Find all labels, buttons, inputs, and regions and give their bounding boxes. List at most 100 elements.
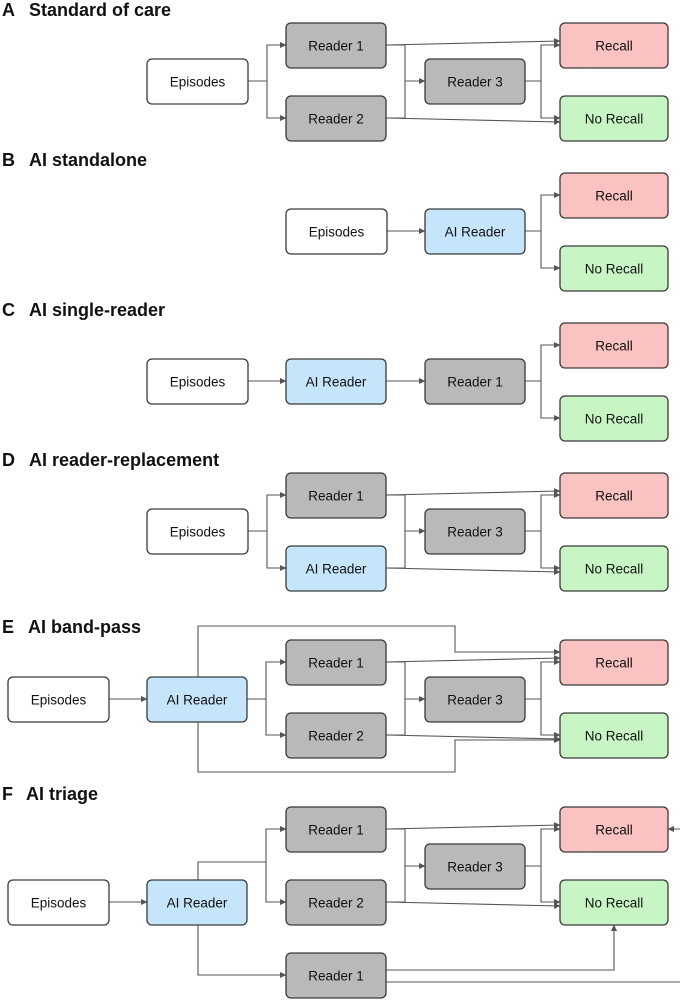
- connector-f-6: [386, 866, 406, 903]
- panel-letter: D: [2, 450, 15, 470]
- node-label: Recall: [595, 489, 633, 504]
- connector-e-8: [385, 734, 561, 742]
- connector-f-1: [197, 826, 287, 880]
- node-e-r1: Reader 1: [285, 639, 387, 686]
- node-box: [7, 879, 110, 926]
- node-c-ep: Episodes: [146, 358, 249, 405]
- node-label: No Recall: [585, 896, 644, 911]
- node-label: Episodes: [31, 693, 87, 708]
- connector-c-3: [540, 381, 561, 421]
- node-d-r1: Reader 1: [285, 472, 387, 519]
- node-box: [285, 952, 387, 999]
- node-f-rb: Reader 1: [285, 952, 387, 999]
- connector-a-6: [525, 42, 561, 82]
- node-a-rc: Recall: [559, 22, 669, 69]
- panel-letter: B: [2, 150, 15, 170]
- node-b-nr: No Recall: [559, 245, 669, 292]
- node-box: [424, 208, 526, 255]
- panel-title-text: AI triage: [26, 784, 98, 804]
- node-a-r2: Reader 2: [285, 95, 387, 142]
- node-box: [559, 879, 669, 926]
- node-b-ep: Episodes: [285, 208, 388, 255]
- node-label: Reader 2: [308, 896, 364, 911]
- node-c-ai: AI Reader: [285, 358, 387, 405]
- node-box: [559, 22, 669, 69]
- node-label: Recall: [595, 39, 633, 54]
- connector-e-10: [525, 698, 561, 738]
- node-label: Recall: [595, 823, 633, 838]
- node-a-ep: Episodes: [146, 58, 249, 105]
- node-e-rc: Recall: [559, 639, 669, 686]
- node-d-rc: Recall: [559, 472, 669, 519]
- node-label: No Recall: [585, 562, 644, 577]
- node-box: [146, 508, 249, 555]
- connector-a-0: [248, 42, 287, 82]
- connector-a-4: [386, 81, 406, 119]
- panel-letter: C: [2, 300, 15, 320]
- connector-e-7: [386, 699, 406, 736]
- node-box: [559, 639, 669, 686]
- node-label: Reader 1: [308, 39, 364, 54]
- node-box: [146, 358, 249, 405]
- node-label: Reader 1: [447, 375, 503, 390]
- node-box: [559, 172, 669, 219]
- node-label: Episodes: [170, 75, 226, 90]
- node-box: [285, 639, 387, 686]
- connector-d-0: [248, 492, 287, 532]
- node-box: [285, 806, 387, 853]
- node-box: [285, 95, 387, 142]
- node-label: AI Reader: [167, 693, 228, 708]
- node-label: Reader 3: [447, 693, 503, 708]
- connector-a-5: [385, 117, 561, 125]
- node-box: [424, 58, 526, 105]
- connector-f-8: [525, 826, 561, 867]
- node-label: No Recall: [585, 112, 644, 127]
- node-box: [7, 676, 110, 723]
- connector-d-7: [525, 530, 561, 571]
- panel-title-text: AI reader-replacement: [29, 450, 219, 470]
- node-b-rc: Recall: [559, 172, 669, 219]
- node-f-rc: Recall: [559, 806, 669, 853]
- connector-d-6: [525, 492, 561, 532]
- connector-c-2: [525, 342, 561, 382]
- node-f-nr: No Recall: [559, 879, 669, 926]
- node-box: [285, 879, 387, 926]
- connector-a-1: [266, 81, 287, 121]
- node-e-r3: Reader 3: [424, 676, 526, 723]
- node-box: [285, 545, 387, 592]
- node-label: Reader 3: [447, 860, 503, 875]
- node-label: Episodes: [31, 896, 87, 911]
- node-label: AI Reader: [445, 225, 506, 240]
- connector-d-5: [385, 567, 561, 575]
- panel-letter: A: [2, 0, 15, 20]
- panel-title-d: D AI reader-replacement: [2, 450, 219, 470]
- node-e-r2: Reader 2: [285, 712, 387, 759]
- connector-f-7: [385, 901, 561, 909]
- node-label: Reader 2: [308, 729, 364, 744]
- connector-a-3: [386, 44, 426, 84]
- panel-title-text: AI single-reader: [29, 300, 165, 320]
- node-box: [559, 806, 669, 853]
- node-box: [559, 322, 669, 369]
- node-a-r1: Reader 1: [285, 22, 387, 69]
- node-box: [424, 843, 526, 890]
- node-a-nr: No Recall: [559, 95, 669, 142]
- node-e-nr: No Recall: [559, 712, 669, 759]
- node-box: [559, 712, 669, 759]
- node-d-ep: Episodes: [146, 508, 249, 555]
- node-f-ai: AI Reader: [146, 879, 248, 926]
- node-label: No Recall: [585, 412, 644, 427]
- node-box: [146, 676, 248, 723]
- node-label: Reader 2: [308, 112, 364, 127]
- node-box: [559, 395, 669, 442]
- panel-letter: E: [2, 617, 14, 637]
- connector-f-11: [386, 826, 680, 983]
- node-a-r3: Reader 3: [424, 58, 526, 105]
- connector-e-3: [197, 625, 561, 677]
- connector-e-4: [197, 722, 561, 773]
